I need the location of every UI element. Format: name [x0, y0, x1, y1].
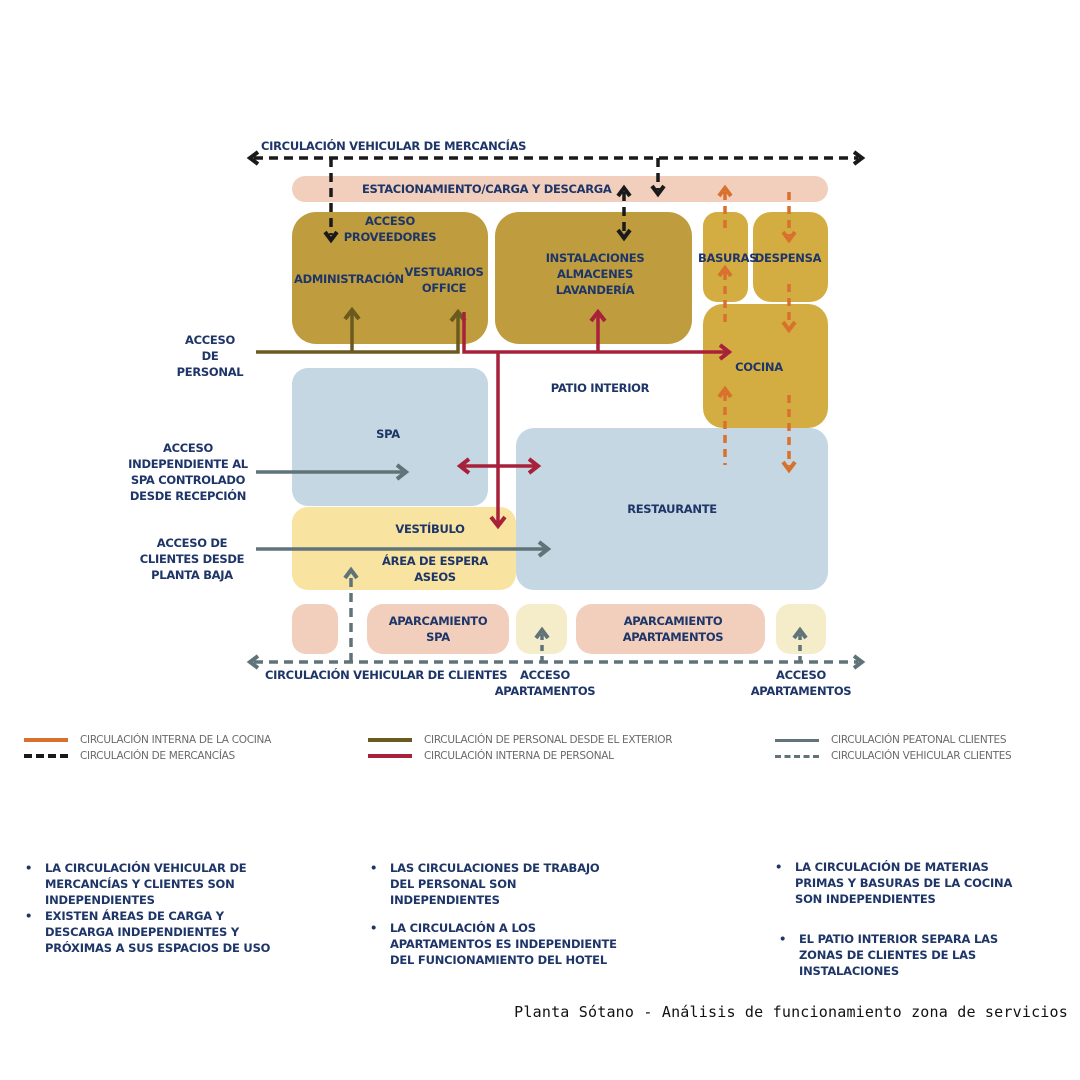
restaurant-block [516, 428, 828, 590]
legend-label: CIRCULACIÓN VEHICULAR CLIENTES [831, 750, 1012, 762]
spa-parking-block [367, 604, 509, 654]
bullet-icon: • [775, 860, 783, 874]
goods-road-label: CIRCULACIÓN VEHICULAR DE MERCANCÍAS [261, 139, 527, 153]
legend-swatch [368, 738, 412, 742]
apartments-parking-block [576, 604, 765, 654]
parking-small-block [292, 604, 338, 654]
legend-item-client-pedestrian: CIRCULACIÓN PEATONAL CLIENTES [775, 734, 1007, 746]
note-staff-circulation: • LAS CIRCULACIONES DE TRABAJO DEL PERSO… [370, 861, 600, 907]
kitchen-label: COCINA [735, 360, 783, 374]
note-loading-areas: • EXISTEN ÁREAS DE CARGA Y DESCARGA INDE… [25, 909, 271, 955]
legend-item-staff-internal: CIRCULACIÓN INTERNA DE PERSONAL [368, 750, 614, 762]
legend-item-goods: CIRCULACIÓN DE MERCANCÍAS [24, 750, 235, 762]
legend-item-staff-exterior: CIRCULACIÓN DE PERSONAL DESDE EL EXTERIO… [368, 734, 673, 746]
patio-label: PATIO INTERIOR [550, 381, 650, 395]
staff-access-label: ACCESO DE PERSONAL [176, 333, 244, 379]
apartments-parking-label: APARCAMIENTO APARTAMENTOS [622, 614, 724, 644]
apartments-access-label-1: ACCESO APARTAMENTOS [494, 668, 596, 698]
legend-swatch [775, 738, 819, 742]
diagram-title: Planta Sótano - Análisis de funcionamien… [514, 1003, 1068, 1021]
clients-access-label: ACCESO DE CLIENTES DESDE PLANTA BAJA [139, 536, 245, 582]
loading-zone-label: ESTACIONAMIENTO/CARGA Y DESCARGA [362, 182, 612, 196]
legend-swatch [775, 754, 819, 758]
apartments-access-label-2: ACCESO APARTAMENTOS [750, 668, 852, 698]
legend-item-kitchen-internal: CIRCULACIÓN INTERNA DE LA COCINA [24, 734, 271, 746]
note-vehicular-independent: • LA CIRCULACIÓN VEHICULAR DE MERCANCÍAS… [25, 861, 247, 907]
legend-label: CIRCULACIÓN DE PERSONAL DESDE EL EXTERIO… [424, 734, 673, 746]
spa-label: SPA [376, 427, 400, 441]
spa-block [292, 368, 488, 506]
bullet-icon: • [779, 932, 787, 946]
legend-label: CIRCULACIÓN PEATONAL CLIENTES [831, 734, 1007, 746]
legend-swatch [24, 754, 68, 758]
garbage-label: BASURAS [698, 251, 758, 265]
lobby-label: VESTÍBULO [395, 522, 465, 536]
loading-zone-block [292, 176, 828, 202]
legend-label: CIRCULACIÓN DE MERCANCÍAS [80, 750, 235, 762]
installations-label: INSTALACIONES ALMACENES LAVANDERÍA [545, 251, 645, 297]
apartments-access-block-1 [516, 604, 567, 654]
legend-label: CIRCULACIÓN INTERNA DE PERSONAL [424, 750, 614, 762]
bullet-icon: • [370, 921, 378, 935]
note-kitchen-circulation: • LA CIRCULACIÓN DE MATERIAS PRIMAS Y BA… [775, 860, 1013, 906]
legend-label: CIRCULACIÓN INTERNA DE LA COCINA [80, 734, 271, 746]
pantry-label: DESPENSA [754, 251, 822, 265]
clients-road-label: CIRCULACIÓN VEHICULAR DE CLIENTES [265, 668, 508, 682]
bullet-icon: • [25, 861, 33, 875]
restaurant-label: RESTAURANTE [627, 502, 717, 516]
waiting-area-label: ÁREA DE ESPERA ASEOS [382, 554, 488, 584]
legend-swatch [24, 738, 68, 742]
spa-access-label: ACCESO INDEPENDIENTE AL SPA CONTROLADO D… [128, 441, 248, 503]
legend-swatch [368, 754, 412, 758]
lockers-label: VESTUARIOS OFFICE [404, 265, 484, 295]
spa-parking-label: APARCAMIENTO SPA [388, 614, 488, 644]
bullet-icon: • [25, 909, 33, 923]
apartments-access-block-2 [776, 604, 826, 654]
legend-item-client-vehicular: CIRCULACIÓN VEHICULAR CLIENTES [775, 750, 1012, 762]
bullet-icon: • [370, 861, 378, 875]
note-patio-separation: • EL PATIO INTERIOR SEPARA LAS ZONAS DE … [779, 932, 998, 978]
note-apartments-circulation: • LA CIRCULACIÓN A LOS APARTAMENTOS ES I… [370, 921, 617, 967]
supplier-access-label: ACCESO PROVEEDORES [343, 214, 437, 244]
administration-label: ADMINISTRACIÓN [294, 272, 404, 286]
